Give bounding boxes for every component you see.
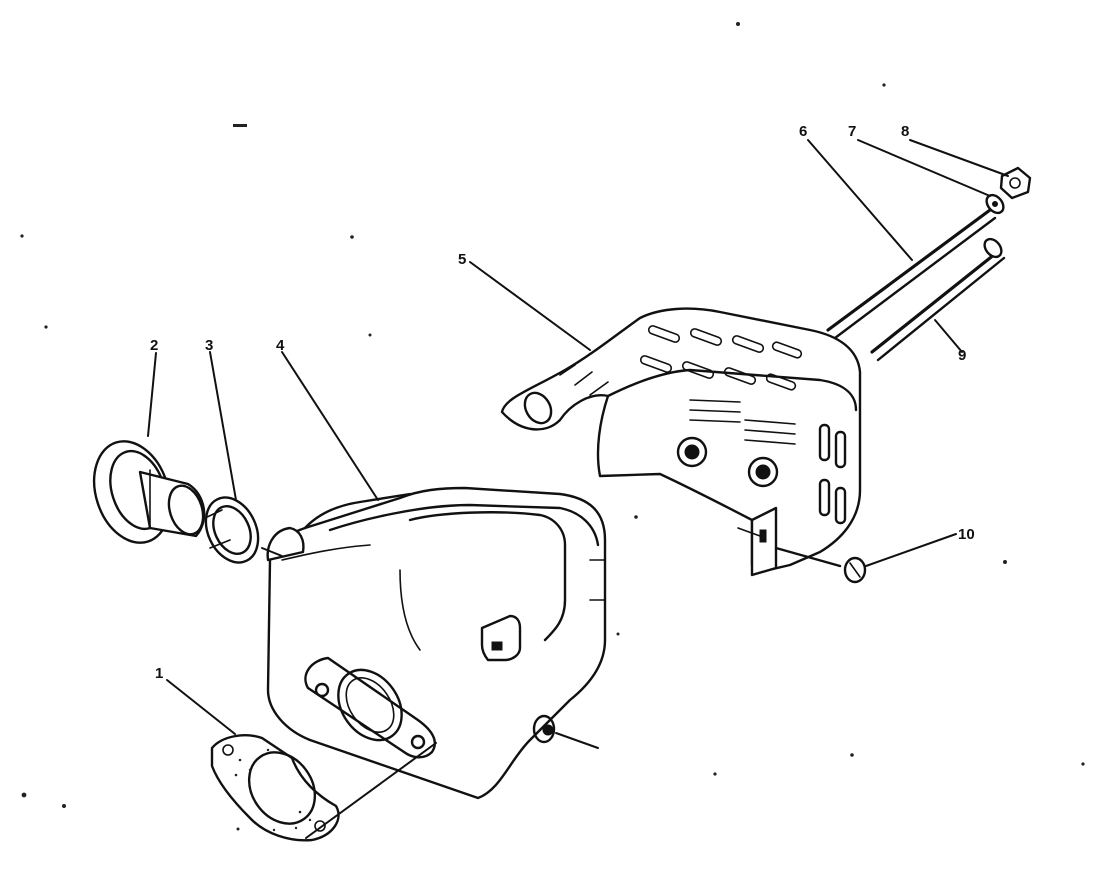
gasket-part xyxy=(210,734,340,842)
callout-5: 5 xyxy=(458,251,466,268)
callout-3: 3 xyxy=(205,337,213,354)
deflector-part xyxy=(92,440,206,544)
callout-1: 1 xyxy=(155,665,163,682)
nut-part xyxy=(999,166,1032,200)
callout-9: 9 xyxy=(958,347,966,364)
clamp-ring-part xyxy=(204,496,260,564)
screw-part xyxy=(774,546,867,584)
washer-part xyxy=(985,193,1005,215)
leader-lines xyxy=(147,139,1009,839)
callout-10: 10 xyxy=(958,526,975,543)
callout-4: 4 xyxy=(276,337,285,354)
callout-2: 2 xyxy=(150,337,158,354)
callout-7: 7 xyxy=(848,123,856,140)
callout-labels: 1 2 3 4 5 6 7 8 9 10 xyxy=(150,123,975,682)
callout-6: 6 xyxy=(799,123,807,140)
scan-specks xyxy=(20,22,1085,831)
callout-8: 8 xyxy=(901,123,909,140)
muffler-body-part xyxy=(266,486,607,800)
heat-shield-part xyxy=(500,307,862,577)
long-bolt-part xyxy=(826,208,1006,362)
